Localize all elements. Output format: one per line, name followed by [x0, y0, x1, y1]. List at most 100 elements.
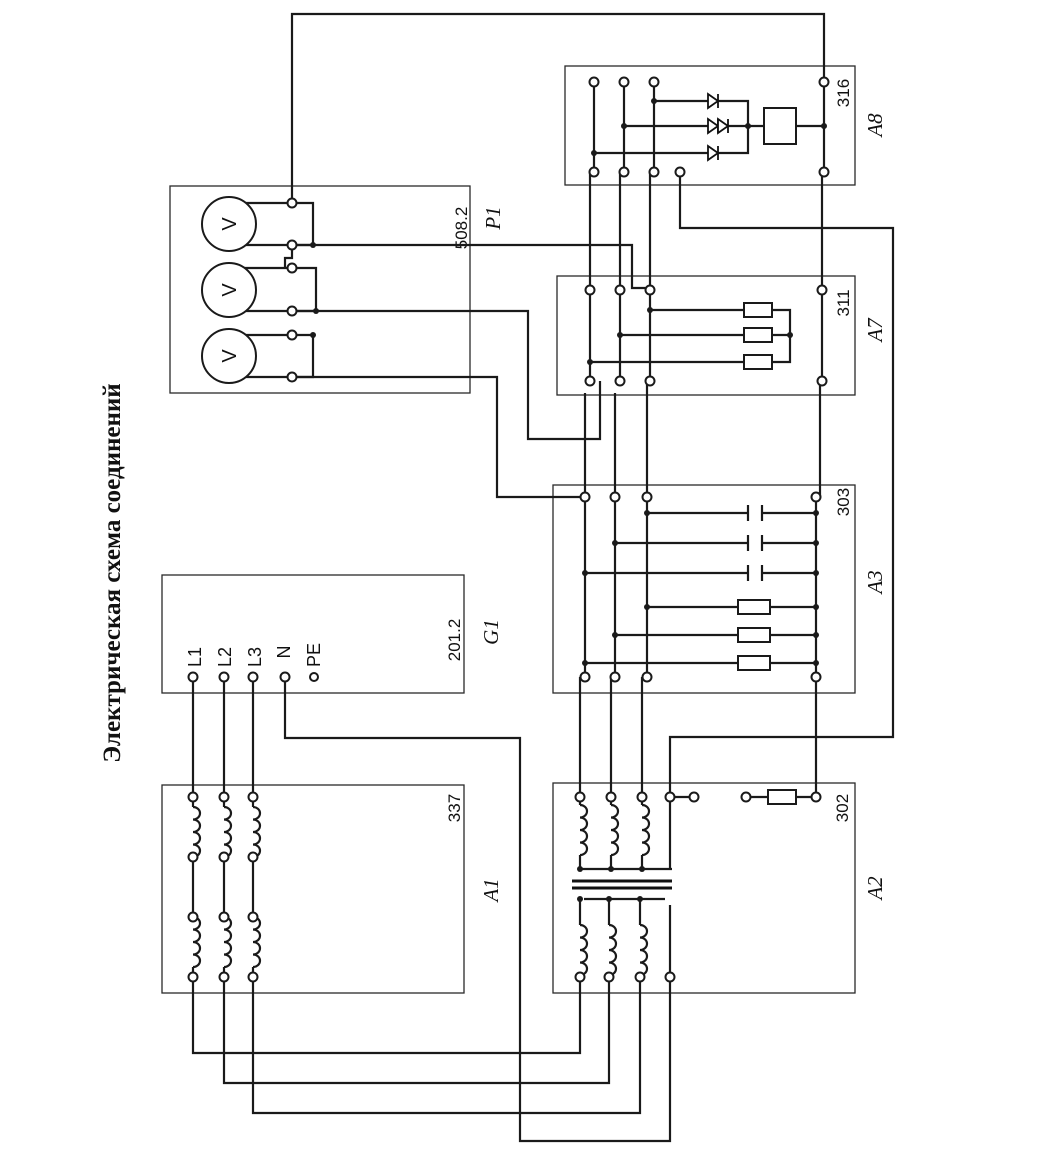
terminal-A8 — [648, 166, 660, 178]
block-A8-outline — [564, 65, 856, 186]
junction-dot — [310, 332, 316, 338]
p1-internal-1 — [229, 201, 315, 247]
resistor-icon — [737, 599, 771, 615]
a1-inductors — [191, 797, 262, 977]
terminal-A2 — [664, 971, 676, 983]
voltmeter-1 — [201, 196, 257, 252]
block-A7-number: 311 — [834, 289, 853, 316]
terminal-P1 — [286, 262, 298, 274]
terminal-A8 — [648, 76, 660, 88]
terminal-A2 — [636, 791, 648, 803]
terminal-A2 — [664, 791, 676, 803]
junction-dot — [813, 570, 819, 576]
block-A3-outline — [552, 484, 856, 694]
block-A1: 337 A1 — [161, 784, 503, 994]
junction-dot — [587, 359, 593, 365]
voltmeter-1-label: V — [219, 217, 241, 231]
terminal-A2 — [810, 791, 822, 803]
junction-dot — [582, 570, 588, 576]
wire-N-G1-A2 — [283, 677, 672, 1143]
junction-dot — [813, 604, 819, 610]
block-G1-id: G1 — [479, 619, 503, 645]
terminal-A2 — [603, 971, 615, 983]
junction-dot — [821, 123, 827, 129]
terminal-G1-L2 — [218, 671, 230, 683]
wire-phaseA-A1-A2 — [191, 977, 582, 1055]
terminal-A2 — [634, 971, 646, 983]
block-P1-number: 508.2 — [452, 207, 471, 250]
block-A2-number: 302 — [833, 794, 852, 822]
transformer-winding-icon — [579, 803, 589, 857]
terminals — [187, 76, 830, 983]
junction-dot — [612, 540, 618, 546]
voltmeter-3-label: V — [219, 349, 241, 363]
p1-internal-4 — [283, 245, 294, 268]
terminal-A8 — [818, 76, 830, 88]
terminal-A7 — [816, 284, 828, 296]
block-A7-id: A7 — [863, 317, 887, 344]
pin-L2-label: L2 — [215, 647, 235, 667]
block-A8: 316 A8 — [564, 65, 887, 186]
junction-dot — [644, 604, 650, 610]
terminal-A3 — [609, 671, 621, 683]
resistor-icon — [737, 627, 771, 643]
terminal-A8 — [588, 76, 600, 88]
terminal-A8 — [674, 166, 686, 178]
a3-loads — [583, 497, 818, 677]
terminal-A1 — [187, 911, 199, 923]
junction-dot — [310, 242, 316, 248]
block-P1: 508.2 P1 — [169, 185, 505, 394]
terminal-P1 — [286, 329, 298, 341]
pin-L1-label: L1 — [185, 647, 205, 667]
block-A7-outline — [556, 275, 856, 396]
block-P1-id: P1 — [481, 206, 505, 230]
wire-phaseB-A1-A2 — [222, 977, 611, 1085]
terminal-A3 — [641, 491, 653, 503]
terminal-A3 — [579, 491, 591, 503]
junction-dot — [647, 307, 653, 313]
inductor-icon — [192, 915, 202, 969]
terminal-A7 — [816, 375, 828, 387]
p1-internal-3 — [229, 266, 318, 313]
terminal-A7 — [644, 284, 656, 296]
terminal-A8 — [588, 166, 600, 178]
junction-dot — [813, 660, 819, 666]
block-G1-outline — [161, 574, 465, 694]
terminal-P1 — [286, 239, 298, 251]
voltmeter-3 — [201, 328, 257, 384]
voltmeter-2 — [201, 262, 257, 318]
junction-dot — [621, 123, 627, 129]
capacitor-icon — [746, 565, 764, 581]
terminal-A1 — [247, 851, 259, 863]
junction-dot — [813, 632, 819, 638]
terminal-A2 — [605, 791, 617, 803]
junction-dots — [310, 98, 827, 902]
junction-dot — [637, 896, 643, 902]
terminal-A7 — [644, 375, 656, 387]
resistor-icon — [743, 354, 773, 370]
terminal-A1 — [247, 791, 259, 803]
block-A1-id: A1 — [479, 878, 503, 903]
wire-P1-A7-phaseB — [292, 309, 602, 441]
resistor-icon — [743, 327, 773, 343]
diode-icon — [707, 144, 720, 162]
wire-P1-A8-top — [290, 12, 826, 203]
wires-external — [191, 12, 895, 1143]
diagram-title: Электрическая схема соединений — [99, 383, 126, 762]
transformer-winding-icon — [608, 923, 618, 977]
terminal-A1 — [247, 911, 259, 923]
terminal-A3 — [810, 491, 822, 503]
terminal-P1 — [286, 371, 298, 383]
resistor-icon — [767, 789, 797, 805]
block-A1-number: 337 — [445, 794, 464, 822]
pin-N-label: N — [274, 646, 294, 659]
wire-neutral-A2-A8 — [668, 172, 895, 797]
transformer-winding-icon — [610, 803, 620, 857]
block-A2-outline — [552, 782, 856, 994]
junction-dot — [745, 123, 751, 129]
wire-P1-A7-phaseC — [292, 243, 650, 290]
terminal-A1 — [247, 971, 259, 983]
resistor-icon — [743, 302, 773, 318]
a8-devices — [592, 82, 826, 172]
pin-PE-label: PE — [304, 643, 324, 667]
